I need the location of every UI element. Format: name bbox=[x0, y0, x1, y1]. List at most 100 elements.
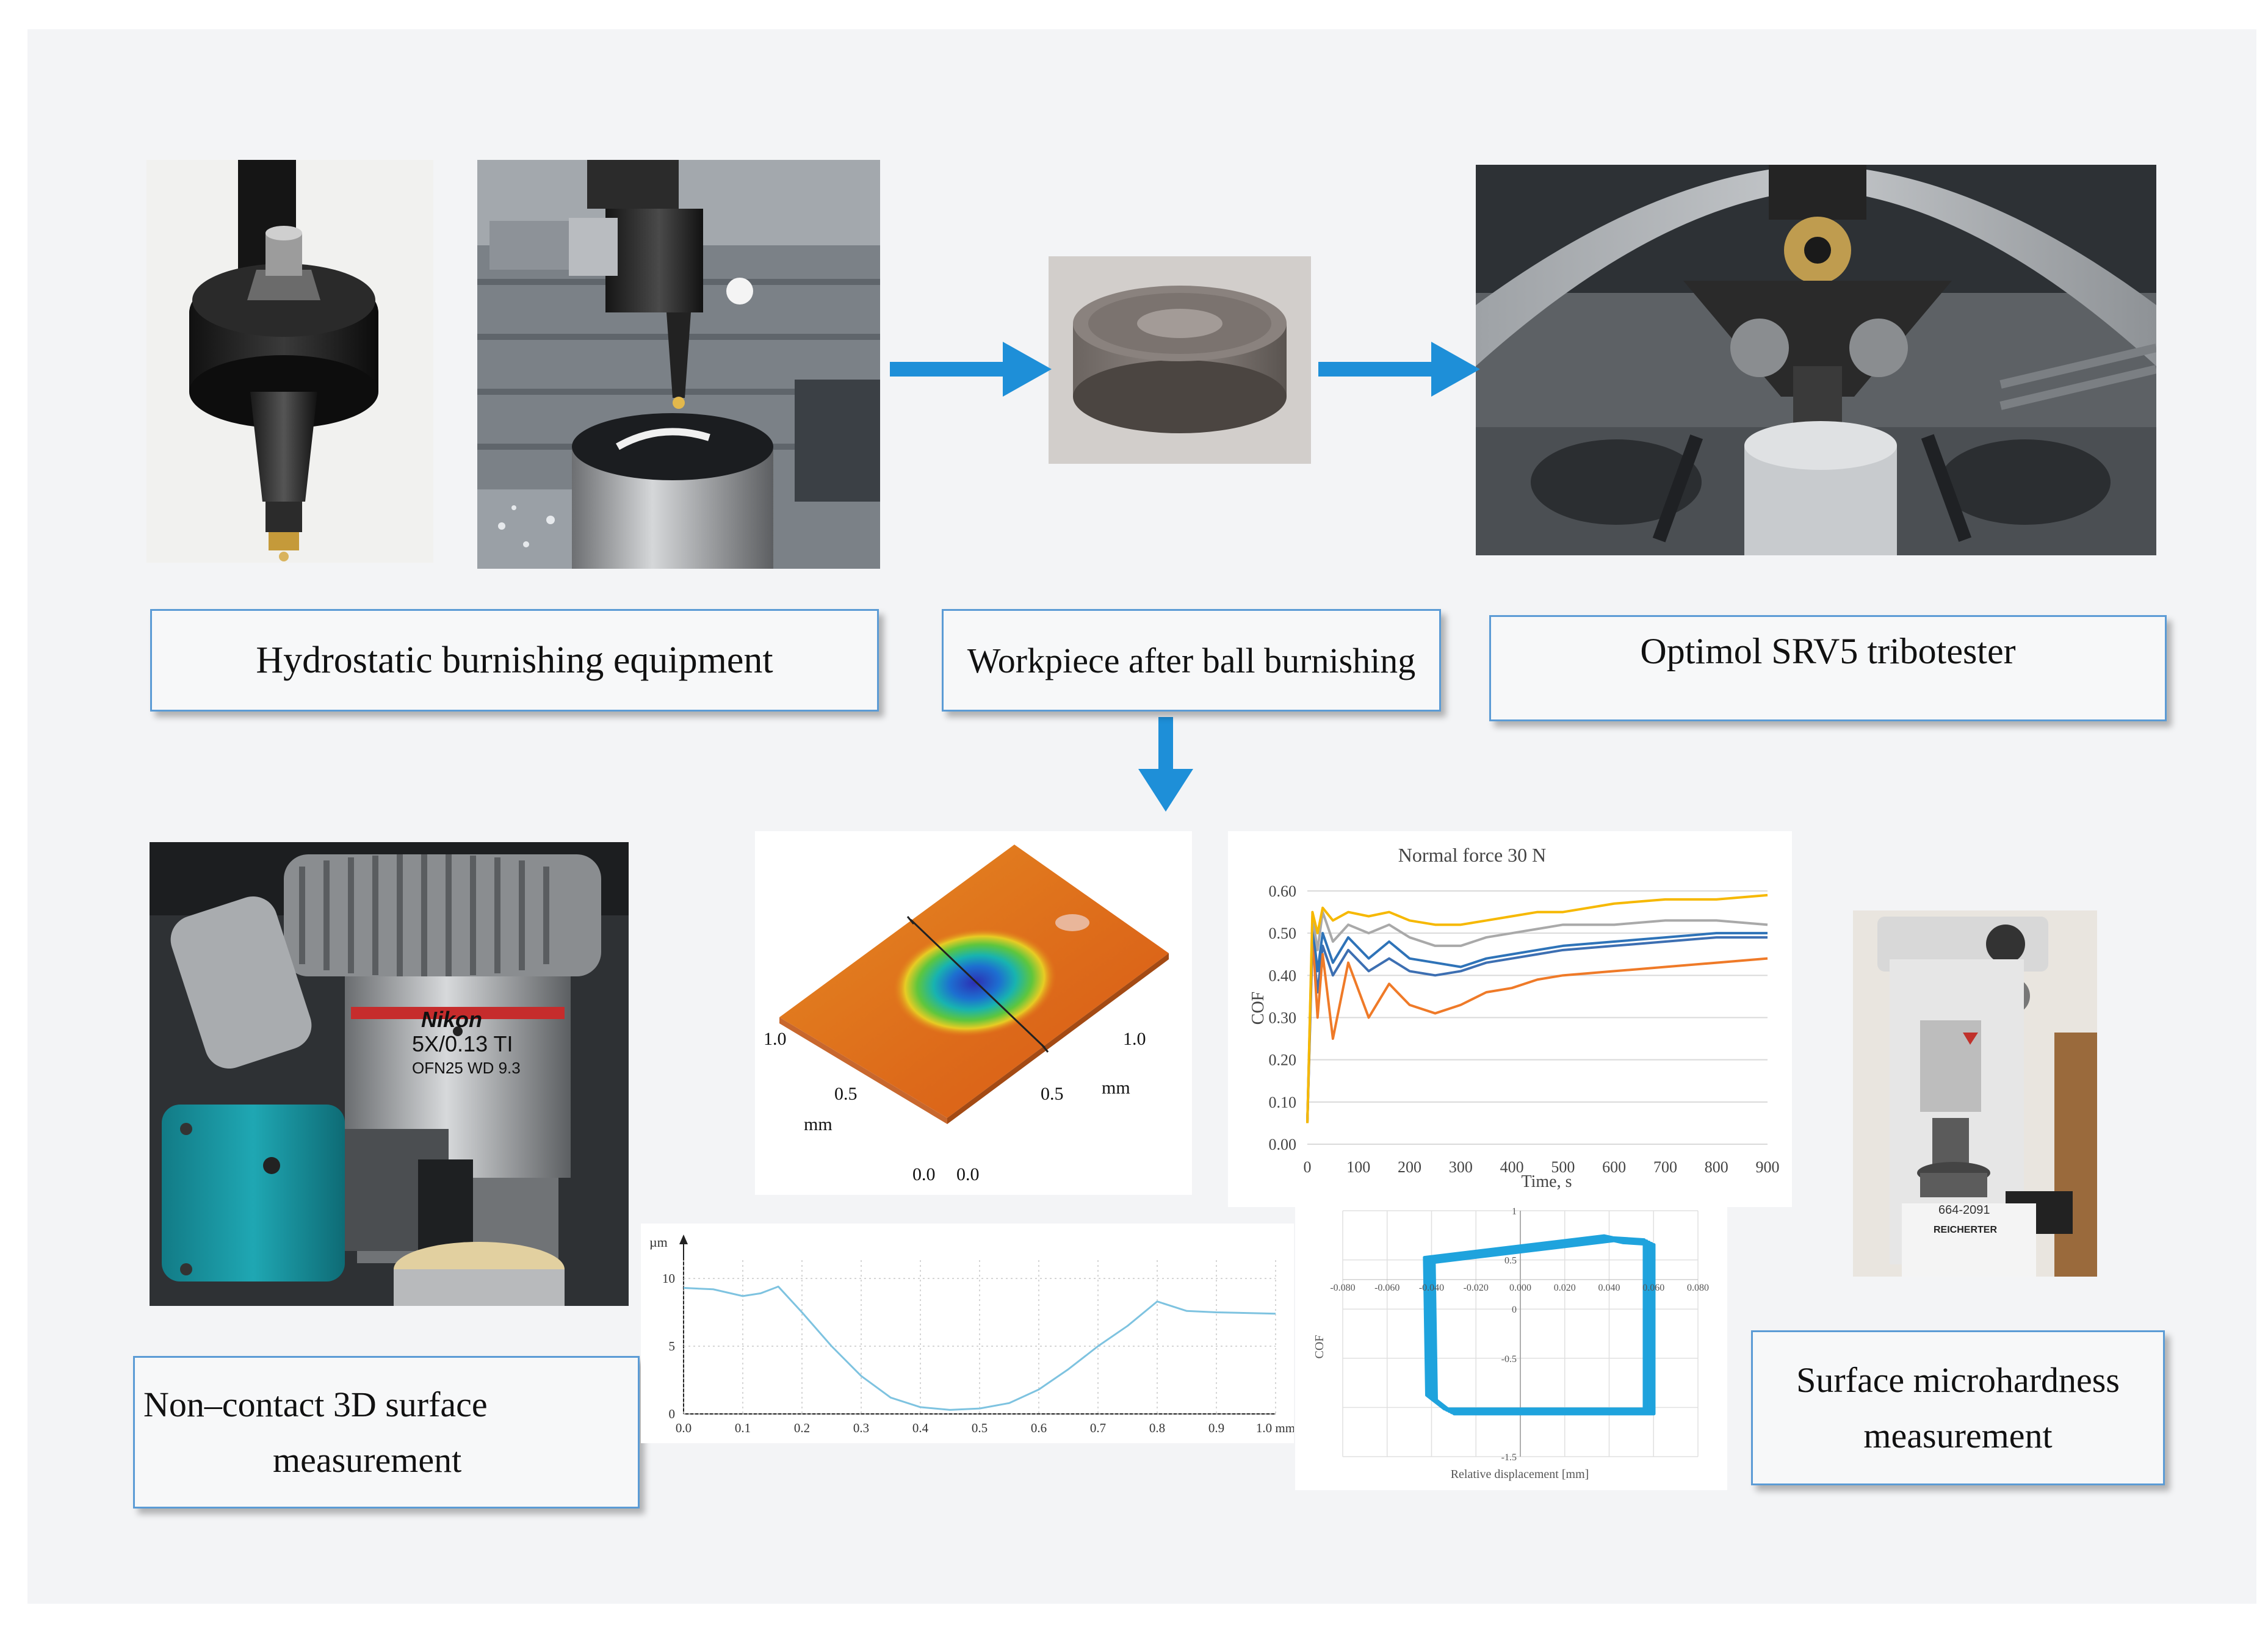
hardness-tester-photo: 664-2091 REICHERTER bbox=[1853, 910, 2097, 1277]
x-tick-label: 1.0 mm bbox=[1256, 1421, 1294, 1435]
y-tick-label: -0.5 bbox=[1501, 1354, 1517, 1364]
microscope-brand-text: Nikon bbox=[421, 1007, 483, 1032]
label-tribotester-text: Optimol SRV5 tribotester bbox=[1640, 631, 2016, 671]
x-tick-label: 0.080 bbox=[1687, 1283, 1709, 1293]
y-tick-label: -1.5 bbox=[1501, 1452, 1517, 1463]
label-noncontact-line2: measurement bbox=[273, 1440, 462, 1480]
label-microhardness-line1: Surface microhardness bbox=[1796, 1360, 2120, 1400]
y-tick-label: 0.60 bbox=[1269, 882, 1297, 900]
y-tick-label: 0.30 bbox=[1269, 1009, 1297, 1027]
arrow-right-icon bbox=[1318, 342, 1480, 397]
hysteresis-loop bbox=[1425, 1235, 1649, 1412]
tribotester-photo bbox=[1476, 165, 2156, 555]
hysteresis-loop bbox=[1428, 1236, 1651, 1413]
label-workpiece: Workpiece after ball burnishing bbox=[942, 609, 1441, 712]
x-tick-label: 0.7 bbox=[1090, 1421, 1106, 1435]
y-tick-label: 0 bbox=[1512, 1305, 1517, 1315]
x-tick-label: -0.060 bbox=[1374, 1283, 1399, 1293]
hardness-tag-text: 664-2091 bbox=[1938, 1203, 1990, 1217]
cof-series-line bbox=[1306, 893, 1768, 1123]
hysteresis-loop bbox=[1423, 1234, 1646, 1411]
hysteresis-chart: COF Relative displacement [mm] -0.080 -0.… bbox=[1295, 1197, 1727, 1490]
y-tick-label: 10 bbox=[662, 1271, 675, 1286]
y-tick-label: 1 bbox=[1512, 1206, 1517, 1217]
y-tick-label: 0.5 bbox=[1504, 1256, 1517, 1266]
nikon-objective-photo: Nikon 5X/0.13 TI OFN25 WD 9.3 bbox=[150, 842, 629, 1306]
hysteresis-loop bbox=[1430, 1238, 1653, 1415]
y-tick-label: 0 bbox=[669, 1407, 676, 1421]
x-tick-label: 0.3 bbox=[853, 1421, 869, 1435]
y-axis-arrow bbox=[679, 1235, 688, 1244]
axis-label-05-right: 0.5 bbox=[1041, 1084, 1064, 1104]
microscope-spec2-text: OFN25 WD 9.3 bbox=[412, 1059, 521, 1077]
y-axis-label: COF bbox=[1249, 992, 1268, 1025]
x-tick-label: 0.000 bbox=[1509, 1283, 1531, 1293]
workpiece-disc-photo bbox=[1049, 256, 1311, 464]
x-tick-label: 0.2 bbox=[794, 1421, 810, 1435]
x-tick-label: 0.8 bbox=[1149, 1421, 1165, 1435]
profile-series-line bbox=[683, 1285, 1276, 1411]
x-tick-label: 0.060 bbox=[1642, 1283, 1664, 1293]
hysteresis-loop bbox=[1432, 1239, 1656, 1416]
x-tick-label: 700 bbox=[1653, 1158, 1677, 1176]
cof-series-line bbox=[1306, 932, 1768, 1123]
axis-label-05-left: 0.5 bbox=[834, 1084, 858, 1104]
x-tick-label: 300 bbox=[1449, 1158, 1473, 1176]
cof-time-chart: Normal force 30 N COF Time, s 0.00 0.10 0.… bbox=[1228, 831, 1792, 1207]
x-tick-label: -0.020 bbox=[1464, 1283, 1489, 1293]
axis-label-1-right: 1.0 bbox=[1123, 1029, 1146, 1049]
y-tick-label: 0.40 bbox=[1269, 967, 1297, 984]
microscope-spec-text: 5X/0.13 TI bbox=[412, 1031, 513, 1056]
arrow-right-icon bbox=[890, 342, 1052, 397]
x-tick-label: 0.4 bbox=[912, 1421, 929, 1435]
axis-unit-right: mm bbox=[1102, 1078, 1130, 1098]
hardness-brand-text: REICHERTER bbox=[1934, 1225, 1998, 1235]
axis-label-1-left: 1.0 bbox=[764, 1029, 787, 1049]
y-tick-label: 0.20 bbox=[1269, 1051, 1297, 1069]
label-noncontact-measurement: Non–contact 3D surface measurement bbox=[133, 1356, 640, 1509]
cof-series-line bbox=[1306, 936, 1768, 1123]
label-noncontact-line1: Non–contact 3D surface bbox=[143, 1385, 488, 1424]
x-tick-label: 0.9 bbox=[1208, 1421, 1224, 1435]
label-microhardness-measurement: Surface microhardness measurement bbox=[1751, 1330, 2165, 1485]
x-axis-label: Time, s bbox=[1521, 1172, 1572, 1191]
x-tick-label: 100 bbox=[1346, 1158, 1370, 1176]
arrow-down-icon bbox=[1138, 717, 1193, 812]
y-tick-label: 0.00 bbox=[1269, 1136, 1297, 1153]
burnishing-tool-photo bbox=[146, 160, 433, 563]
x-tick-label: 0.6 bbox=[1031, 1421, 1047, 1435]
x-tick-label: 0.1 bbox=[735, 1421, 751, 1435]
x-tick-label: 0.020 bbox=[1554, 1283, 1576, 1293]
label-hydrostatic-text: Hydrostatic burnishing equipment bbox=[256, 639, 773, 681]
x-tick-label: 800 bbox=[1705, 1158, 1728, 1176]
x-tick-label: -0.080 bbox=[1330, 1283, 1355, 1293]
label-microhardness-line2: measurement bbox=[1863, 1416, 2053, 1455]
axis-label-0-left: 0.0 bbox=[912, 1164, 936, 1184]
chart-title: Normal force 30 N bbox=[1398, 844, 1547, 866]
x-tick-label: 0.5 bbox=[972, 1421, 988, 1435]
x-tick-label: 600 bbox=[1602, 1158, 1626, 1176]
hyst-y-label: COF bbox=[1313, 1335, 1326, 1359]
hyst-x-label: Relative displacement [mm] bbox=[1451, 1468, 1589, 1481]
x-tick-label: 0.040 bbox=[1598, 1283, 1620, 1293]
surface-profile-chart: µm 0.0 0.1 0.2 0.3 0.4 0.5 0.6 0.7 0.8 0.9 1.0 mm 0… bbox=[641, 1224, 1294, 1443]
label-tribotester: Optimol SRV5 tribotester bbox=[1489, 615, 2167, 721]
x-tick-label: 900 bbox=[1756, 1158, 1780, 1176]
x-tick-label: 400 bbox=[1500, 1158, 1524, 1176]
x-tick-label: -0.040 bbox=[1419, 1283, 1444, 1293]
y-tick-label: 0.10 bbox=[1269, 1094, 1297, 1111]
axis-label-0-right: 0.0 bbox=[956, 1164, 980, 1184]
x-tick-label: 0.0 bbox=[676, 1421, 692, 1435]
label-hydrostatic-equipment: Hydrostatic burnishing equipment bbox=[150, 609, 879, 712]
profile-y-unit: µm bbox=[649, 1235, 668, 1250]
cnc-machine-photo bbox=[477, 160, 880, 569]
y-tick-label: 0.50 bbox=[1269, 925, 1297, 942]
surface-3d-map: 1.0 1.0 0.5 0.5 mm mm 0.0 0.0 bbox=[755, 831, 1192, 1195]
x-tick-label: 500 bbox=[1551, 1158, 1575, 1176]
x-tick-label: 0 bbox=[1304, 1158, 1312, 1176]
y-tick-label: 5 bbox=[669, 1339, 676, 1354]
cof-series-line bbox=[1306, 923, 1768, 1123]
axis-unit-left: mm bbox=[804, 1114, 832, 1134]
label-workpiece-text: Workpiece after ball burnishing bbox=[967, 640, 1416, 680]
x-tick-label: 200 bbox=[1398, 1158, 1421, 1176]
